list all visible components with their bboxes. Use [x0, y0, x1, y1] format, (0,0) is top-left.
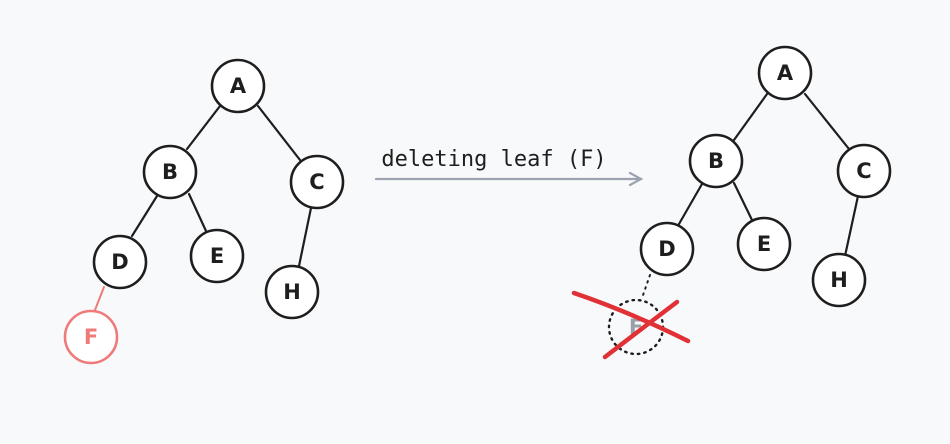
before-node-c: C: [289, 154, 345, 210]
cross-stroke-1: [571, 290, 691, 344]
transition-label: deleting leaf (F): [381, 147, 606, 172]
after-node-b-label: B: [708, 149, 724, 173]
after-tree: A B C D E H F: [571, 45, 892, 360]
before-node-d: D: [92, 234, 148, 290]
after-edge-a-b: [732, 92, 769, 142]
after-edge-b-d: [677, 182, 704, 226]
after-node-e-label: E: [757, 232, 771, 256]
before-node-a: A: [210, 58, 266, 114]
before-node-e-label: E: [210, 244, 224, 268]
cross-stroke-2: [602, 299, 680, 360]
before-node-f-label: F: [84, 325, 98, 349]
after-node-h: H: [811, 252, 867, 308]
before-node-b: B: [142, 144, 198, 200]
after-edge-c-h: [843, 194, 860, 258]
after-node-a: A: [757, 45, 813, 101]
after-node-a-label: A: [777, 61, 794, 85]
after-node-c: C: [836, 143, 892, 199]
before-node-a-label: A: [230, 74, 247, 98]
after-edge-d-f-removed: [641, 274, 651, 299]
before-edge-c-h: [297, 206, 313, 268]
after-node-d: D: [639, 221, 695, 277]
after-node-c-label: C: [856, 159, 871, 183]
before-edge-a-c: [256, 104, 302, 162]
before-edge-d-f: [94, 286, 105, 311]
before-node-c-label: C: [309, 170, 324, 194]
after-node-b: B: [688, 133, 744, 189]
before-edge-b-e: [187, 192, 208, 233]
before-node-h: H: [264, 264, 320, 320]
after-node-f-deleted: F: [571, 290, 691, 360]
before-node-d-label: D: [111, 250, 128, 274]
before-node-e: E: [189, 228, 245, 284]
before-tree: A B C D E H F: [63, 58, 345, 365]
before-node-b-label: B: [162, 160, 178, 184]
before-node-h-label: H: [283, 280, 301, 304]
after-node-d-label: D: [658, 237, 675, 261]
after-edge-b-e: [732, 181, 754, 222]
before-edge-b-d: [130, 194, 159, 238]
transition-arrow: deleting leaf (F): [374, 147, 644, 187]
before-node-f: F: [63, 309, 119, 365]
arrow-head-icon: [628, 171, 644, 187]
after-edge-a-c: [803, 92, 851, 151]
after-node-e: E: [736, 216, 792, 272]
after-node-h-label: H: [830, 268, 848, 292]
before-edge-a-b: [185, 104, 222, 151]
